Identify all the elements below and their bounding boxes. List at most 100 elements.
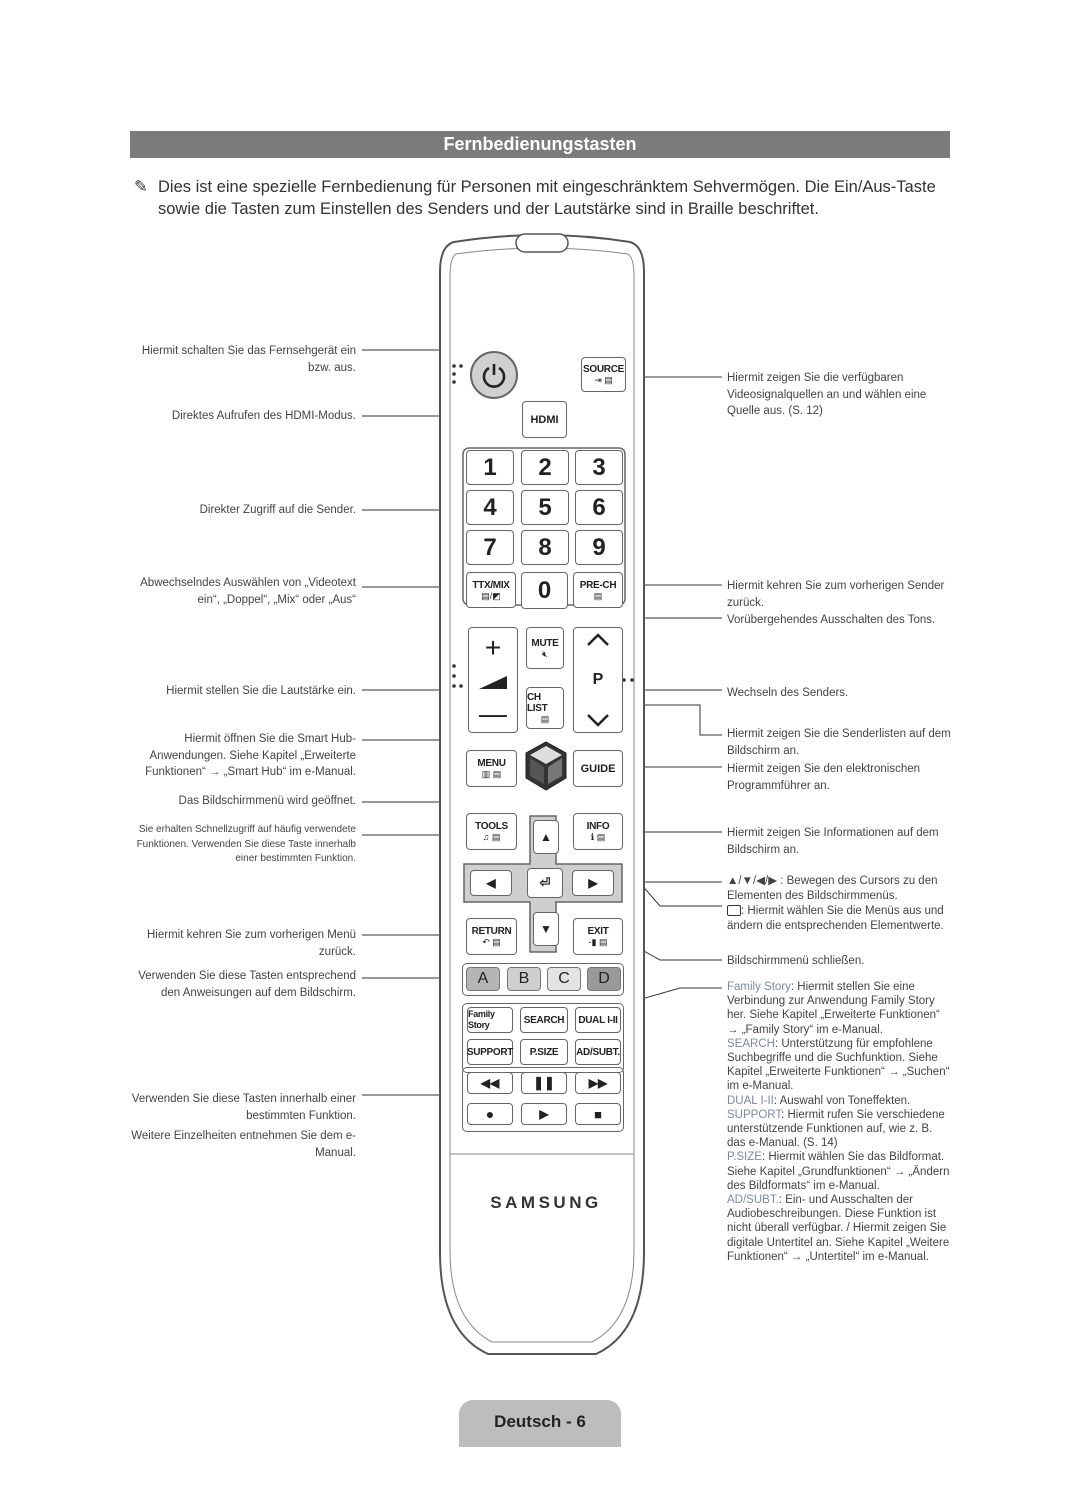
psize-text: : Hiermit wählen Sie das Bildformat. Sie…	[727, 1151, 950, 1192]
page-title: Fernbedienungstasten	[130, 131, 950, 158]
smart-hub-button[interactable]	[524, 740, 568, 792]
mute-button[interactable]: MUTE 🔇︎	[526, 627, 564, 669]
prech-button[interactable]: PRE-CH ▤	[573, 572, 623, 608]
arrow-down-button[interactable]: ▼	[533, 912, 559, 946]
menu-button[interactable]: MENU ▥ ▤	[466, 750, 517, 787]
psize-button[interactable]: P.SIZE	[520, 1039, 568, 1065]
number-4-button[interactable]: 4	[466, 490, 514, 525]
tools-icon: ♫ ▤	[482, 832, 501, 842]
dual-text: : Auswahl von Toneffekten.	[773, 1094, 911, 1107]
support-key-label: SUPPORT	[727, 1108, 782, 1121]
pause-icon: ❚❚	[533, 1075, 555, 1090]
record-button[interactable]: ●	[467, 1103, 513, 1125]
samsung-logo: SAMSUNG	[490, 1193, 602, 1212]
label-arrows: ▲/▼/◀/▶ : Bewegen des Cursors zu den Ele…	[727, 875, 938, 902]
arrow-left-icon: ◀	[486, 876, 496, 890]
info-button[interactable]: INFO ℹ ▤	[573, 813, 623, 850]
number-5-button[interactable]: 5	[521, 490, 569, 525]
family-key-label: Family Story	[727, 981, 791, 993]
number-7-button[interactable]: 7	[466, 530, 514, 565]
media-keys-frame	[462, 1067, 624, 1132]
dual-button[interactable]: DUAL I-II	[575, 1007, 621, 1033]
color-key-d[interactable]: D	[587, 967, 621, 991]
enter-key-icon: ⏎	[539, 875, 551, 890]
info-icon: ℹ ▤	[590, 832, 606, 842]
label-guide: Hiermit zeigen Sie den elektronischen Pr…	[727, 763, 921, 792]
stop-button[interactable]: ■	[575, 1103, 621, 1125]
hdmi-button[interactable]: HDMI	[522, 401, 567, 438]
enter-button[interactable]: ⏎	[527, 868, 563, 898]
mute-icon: 🔇︎	[542, 648, 548, 659]
play-icon: ▶	[539, 1107, 549, 1121]
arrow-right-button[interactable]: ▶	[572, 870, 614, 896]
adsubt-button[interactable]: AD/SUBT.	[575, 1039, 621, 1065]
label-prech: Hiermit kehren Sie zum vorherigen Sender…	[727, 580, 945, 609]
channel-down-icon	[587, 714, 609, 727]
label-enter-block: : Hiermit wählen Sie die Menüs aus und ä…	[727, 904, 952, 933]
number-8-button[interactable]: 8	[521, 530, 569, 565]
label-numbers: Direkter Zugriff auf die Sender.	[199, 504, 356, 516]
adsubt-key-label: AD/SUBT.	[727, 1194, 779, 1207]
label-source: Hiermit zeigen Sie die verfügbaren Video…	[727, 372, 927, 417]
fast-forward-button[interactable]: ▶▶	[575, 1072, 621, 1094]
rewind-icon: ◀◀	[480, 1076, 500, 1090]
label-hdmi: Direktes Aufrufen des HDMI-Modus.	[171, 410, 356, 422]
intro-note: ✎ Dies ist eine spezielle Fernbedienung …	[134, 176, 955, 220]
adsubt-text: : Ein- und Ausschalten der Audiobeschrei…	[727, 1194, 950, 1263]
rewind-button[interactable]: ◀◀	[467, 1072, 513, 1094]
arrow-up-button[interactable]: ▲	[533, 820, 559, 854]
power-button[interactable]	[470, 351, 518, 399]
record-icon: ●	[485, 1106, 495, 1122]
exit-button[interactable]: EXIT -▮ ▤	[573, 918, 623, 955]
search-text: : Unterstützung für empfohlene Suchbegri…	[727, 1037, 950, 1093]
label-color: Verwenden Sie diese Tasten entsprechend …	[138, 970, 356, 999]
volume-up-icon: +	[484, 632, 502, 663]
guide-button[interactable]: GUIDE	[573, 750, 623, 787]
support-button[interactable]: SUPPORT	[467, 1039, 513, 1065]
support-text: : Hiermit rufen Sie verschiedene unterst…	[727, 1108, 945, 1150]
family-story-button[interactable]: Family Story	[467, 1007, 513, 1033]
tools-button[interactable]: TOOLS ♫ ▤	[466, 813, 517, 850]
chlist-button[interactable]: CH LIST ▤	[526, 687, 564, 729]
number-3-button[interactable]: 3	[575, 450, 623, 485]
source-input-icon: ⇥ ▤	[594, 375, 613, 385]
color-key-a[interactable]: A	[466, 967, 500, 991]
label-menu: Das Bildschirmmenü wird geöffnet.	[178, 795, 356, 807]
menu-icon: ▥ ▤	[481, 769, 502, 779]
label-media: Verwenden Sie diese Tasten innerhalb ein…	[131, 1093, 356, 1122]
search-button[interactable]: SEARCH	[520, 1007, 568, 1033]
source-button[interactable]: SOURCE ⇥ ▤	[581, 357, 626, 392]
volume-rocker[interactable]: + —	[468, 627, 518, 733]
arrow-left-button[interactable]: ◀	[470, 870, 512, 896]
play-button[interactable]: ▶	[521, 1103, 567, 1125]
label-volume: Hiermit stellen Sie die Lautstärke ein.	[166, 685, 356, 697]
fast-forward-icon: ▶▶	[588, 1076, 608, 1090]
color-key-b[interactable]: B	[507, 967, 541, 991]
channel-p-label: P	[592, 671, 604, 688]
search-key-label: SEARCH	[727, 1037, 775, 1050]
label-ttx: Abwechselndes Auswählen von „Videotext e…	[140, 577, 356, 606]
number-0-button[interactable]: 0	[521, 572, 568, 609]
color-key-c[interactable]: C	[547, 967, 581, 991]
ttx-mix-button[interactable]: TTX/MIX ▤/◩	[466, 572, 516, 608]
intro-text: Dies ist eine spezielle Fernbedienung fü…	[158, 178, 936, 218]
number-1-button[interactable]: 1	[466, 450, 514, 485]
volume-down-icon: —	[479, 698, 507, 729]
chlist-icon: ▤	[540, 714, 550, 724]
number-2-button[interactable]: 2	[521, 450, 569, 485]
pause-button[interactable]: ❚❚	[521, 1072, 567, 1094]
teletext-icon: ▤/◩	[481, 590, 501, 601]
number-9-button[interactable]: 9	[575, 530, 623, 565]
dual-key-label: DUAL I-II	[727, 1094, 774, 1107]
return-icon: ↶ ▤	[482, 937, 501, 947]
channel-rocker[interactable]: P	[573, 627, 623, 733]
label-chlist: Hiermit zeigen Sie die Senderlisten auf …	[727, 728, 951, 757]
power-icon	[482, 364, 506, 388]
label-emanual: Weitere Einzelheiten entnehmen Sie dem e…	[131, 1130, 356, 1159]
return-button[interactable]: RETURN ↶ ▤	[466, 918, 517, 955]
enter-icon	[727, 905, 741, 917]
label-channel: Wechseln des Senders.	[727, 687, 849, 699]
label-exit: Bildschirmmenü schließen.	[727, 955, 865, 967]
number-6-button[interactable]: 6	[575, 490, 623, 525]
prech-icon: ▤	[593, 590, 603, 601]
